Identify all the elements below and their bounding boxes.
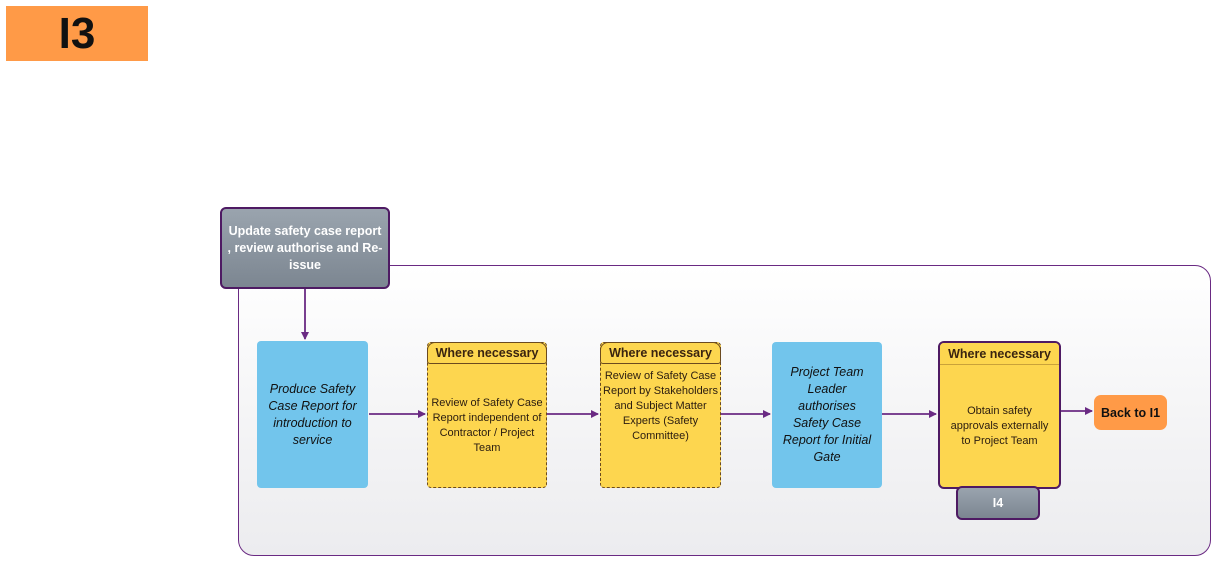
where-necessary-tab: Where necessary xyxy=(427,342,547,364)
where-necessary-tab: Where necessary xyxy=(600,342,721,364)
step-produce-report: Produce Safety Case Report for introduct… xyxy=(257,341,368,488)
page-id-badge: I3 xyxy=(6,6,148,61)
step-text: Review of Safety Case Report by Stakehol… xyxy=(603,370,718,442)
header-update-box[interactable]: Update safety case report , review autho… xyxy=(220,207,390,289)
step-text: Review of Safety Case Report independent… xyxy=(431,397,543,454)
step-obtain-approvals: Where necessary Obtain safety approvals … xyxy=(938,341,1061,489)
step-leader-authorises: Project Team Leader authorises Safety Ca… xyxy=(772,342,882,488)
step-text: Obtain safety approvals externally to Pr… xyxy=(950,404,1049,447)
where-necessary-tab: Where necessary xyxy=(940,343,1059,365)
back-to-i1-button[interactable]: Back to I1 xyxy=(1094,395,1167,430)
link-i4-box[interactable]: I4 xyxy=(956,486,1040,520)
step-independent-review: Where necessary Review of Safety Case Re… xyxy=(427,342,547,488)
step-stakeholder-review: Where necessary Review of Safety Case Re… xyxy=(600,342,721,488)
